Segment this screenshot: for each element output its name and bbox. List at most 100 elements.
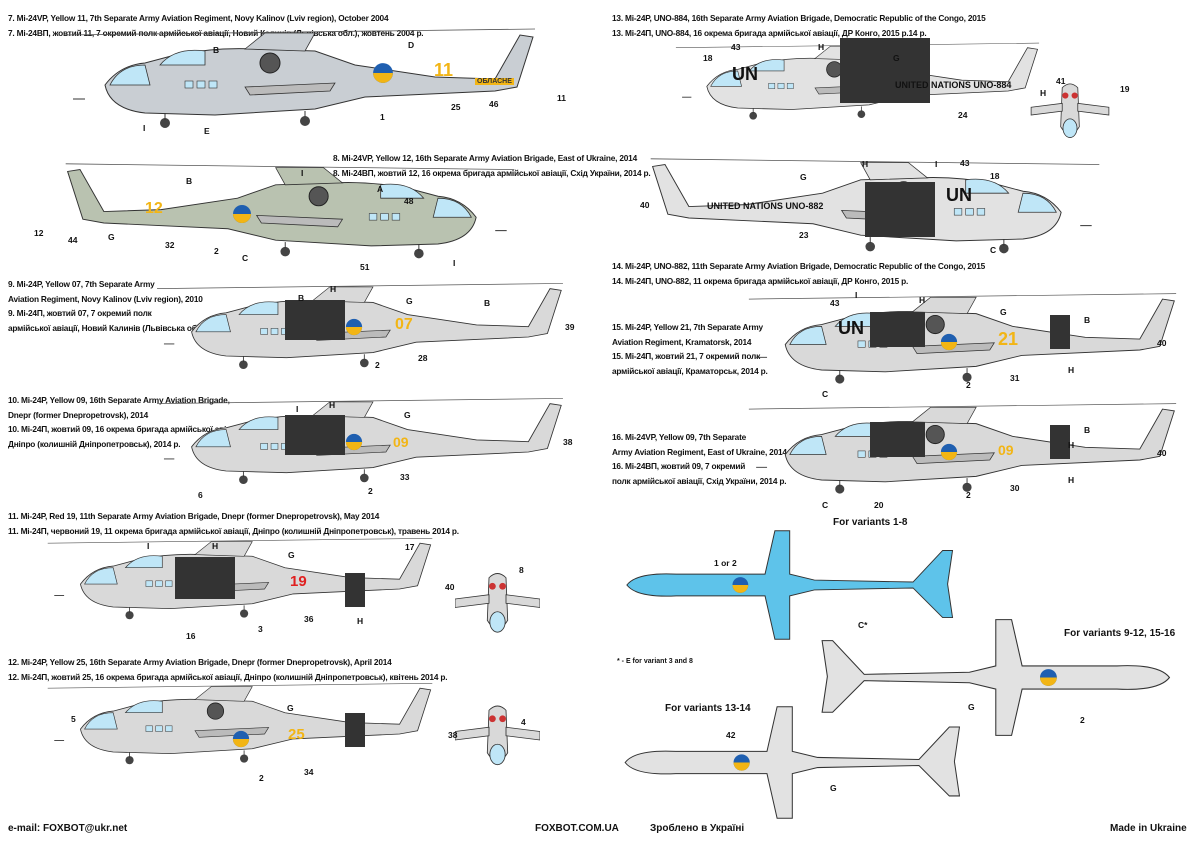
roundel-icon	[940, 333, 958, 351]
callout: 40	[1157, 338, 1167, 348]
callout: G	[893, 53, 900, 63]
caption-line: 15. Mi-24P, Yellow 21, 7th Separate Army	[612, 322, 763, 332]
callout: 4	[521, 717, 526, 727]
callout: I	[855, 290, 858, 300]
caption-en: 11. Mi-24P, Red 19, 11th Separate Army A…	[8, 511, 380, 521]
tail-number: 25	[288, 726, 305, 743]
callout: C	[242, 253, 249, 263]
helicopter-side-view-12	[47, 682, 433, 765]
caption-line: Aviation Regiment, Novy Kalinov (Lviv re…	[8, 293, 203, 304]
footer-made-ua: Зроблено в Україні	[650, 823, 745, 834]
caption-line: 10. Мі-24П, жовтий 09, 16 окрема бригада…	[8, 424, 242, 434]
caption-ua: 14. Мі-24П, UNO-882, 11 окрема бригада а…	[612, 275, 909, 286]
callout: 43	[960, 158, 970, 168]
uno-marking: UNITED NATIONS UNO-884	[895, 80, 1012, 90]
un-marking: UN	[732, 64, 758, 84]
callout: 31	[1010, 373, 1020, 383]
footer-website: FOXBOT.COM.UA	[535, 823, 619, 834]
variants-label: For variants 13-14	[665, 703, 751, 714]
callout: 12	[34, 228, 44, 238]
caption-line: Aviation Regiment, Kramatorsk, 2014	[612, 336, 752, 347]
callout: I	[301, 168, 304, 178]
roundel-icon	[232, 730, 250, 748]
callout: 2	[966, 490, 971, 500]
callout: H	[1068, 440, 1075, 450]
stripe	[1050, 315, 1070, 349]
roundel-icon	[940, 443, 958, 461]
callout: B	[1084, 315, 1091, 325]
variants-label: For variants 9-12, 15-16	[1064, 628, 1176, 639]
roundel-icon	[345, 433, 363, 451]
callout: G	[1000, 307, 1007, 317]
callout: 38	[448, 730, 458, 740]
callout: 40	[640, 200, 650, 210]
callout: G	[406, 296, 413, 306]
helicopter-top-view-un	[624, 706, 961, 819]
callout: 5	[71, 714, 76, 724]
callout: G	[288, 550, 295, 560]
caption-variant-7: 7. Mi-24VP, Yellow 11, 7th Separate Army…	[8, 11, 424, 40]
stripe	[1050, 425, 1070, 459]
callout: 34	[304, 767, 314, 777]
helicopter-front-view	[455, 573, 540, 633]
callout: 44	[68, 235, 78, 245]
callout: 2	[368, 486, 373, 496]
callout: I	[935, 159, 938, 169]
callout: 2	[214, 246, 219, 256]
callout: B	[484, 298, 491, 308]
caption-line: 15. Мі-24П, жовтий 21, 7 окремий полк	[612, 351, 761, 361]
callout: G	[830, 783, 837, 793]
callout: 11	[557, 93, 566, 103]
callout: D	[408, 40, 415, 50]
callout: 16	[186, 631, 196, 641]
roundel-icon	[345, 318, 363, 336]
callout: 18	[703, 53, 713, 63]
caption-line: Dnepr (former Dnepropetrovsk), 2014	[8, 409, 149, 420]
caption-line: 16. Mi-24VP, Yellow 09, 7th Separate	[612, 432, 747, 442]
callout: I	[453, 258, 456, 268]
caption-line: Army Aviation Regiment, East of Ukraine,…	[612, 446, 787, 457]
caption-en: 7. Mi-24VP, Yellow 11, 7th Separate Army…	[8, 13, 389, 23]
callout: 28	[418, 353, 428, 363]
callout: 39	[565, 322, 575, 332]
callout: B	[1084, 425, 1091, 435]
marking-text: ОБЛАСНЕ	[475, 78, 514, 85]
dark-panel	[840, 38, 930, 103]
dark-panel	[285, 300, 345, 340]
variants-label: For variants 1-8	[833, 517, 908, 528]
tail-number: 07	[395, 316, 413, 333]
un-marking: UN	[838, 318, 864, 338]
tail-number: 21	[998, 329, 1019, 349]
caption-line: Дніпро (колишній Дніпропетровськ), 2014 …	[8, 438, 181, 449]
helicopter-side-view-16	[748, 403, 1177, 495]
dark-panel	[285, 415, 345, 455]
caption-line: армійської авіації, Краматорськ, 2014 р.	[612, 365, 768, 376]
helicopter-side-view-11	[47, 537, 433, 620]
caption-en: 13. Mi-24P, UNO-884, 16th Separate Army …	[612, 13, 986, 23]
callout: H	[1068, 365, 1075, 375]
caption-variant-8: 8. Mi-24VP, Yellow 12, 16th Separate Arm…	[333, 151, 651, 180]
callout: 40	[445, 582, 455, 592]
tail-number: 09	[998, 442, 1014, 458]
caption-line: полк армійської авіації, Схід України, 2…	[612, 475, 787, 486]
helicopter-side-view-8	[65, 163, 515, 259]
callout: 2	[375, 360, 380, 370]
footer-email: e-mail: FOXBOT@ukr.net	[8, 823, 128, 834]
callout: H	[1040, 88, 1047, 98]
caption-ua: 12. Мі-24П, жовтий 25, 16 окрема бригада…	[8, 671, 448, 682]
caption-line: 9. Мі-24П, жовтий 07, 7 окремий полк	[8, 308, 152, 318]
callout: 1 or 2	[714, 558, 737, 568]
callout: 23	[799, 230, 809, 240]
callout: 8	[519, 565, 524, 575]
callout: 46	[489, 99, 499, 109]
callout: 2	[1080, 715, 1085, 725]
caption-variant-14: 14. Mi-24P, UNO-882, 11th Separate Army …	[612, 259, 985, 288]
callout: C*	[858, 620, 868, 630]
roundel-icon	[233, 205, 251, 223]
callout: 36	[304, 614, 314, 624]
callout: H	[212, 541, 219, 551]
callout: 2	[259, 773, 264, 783]
callout: 1	[380, 112, 385, 122]
caption-variant-12: 12. Mi-24P, Yellow 25, 16th Separate Arm…	[8, 655, 448, 684]
